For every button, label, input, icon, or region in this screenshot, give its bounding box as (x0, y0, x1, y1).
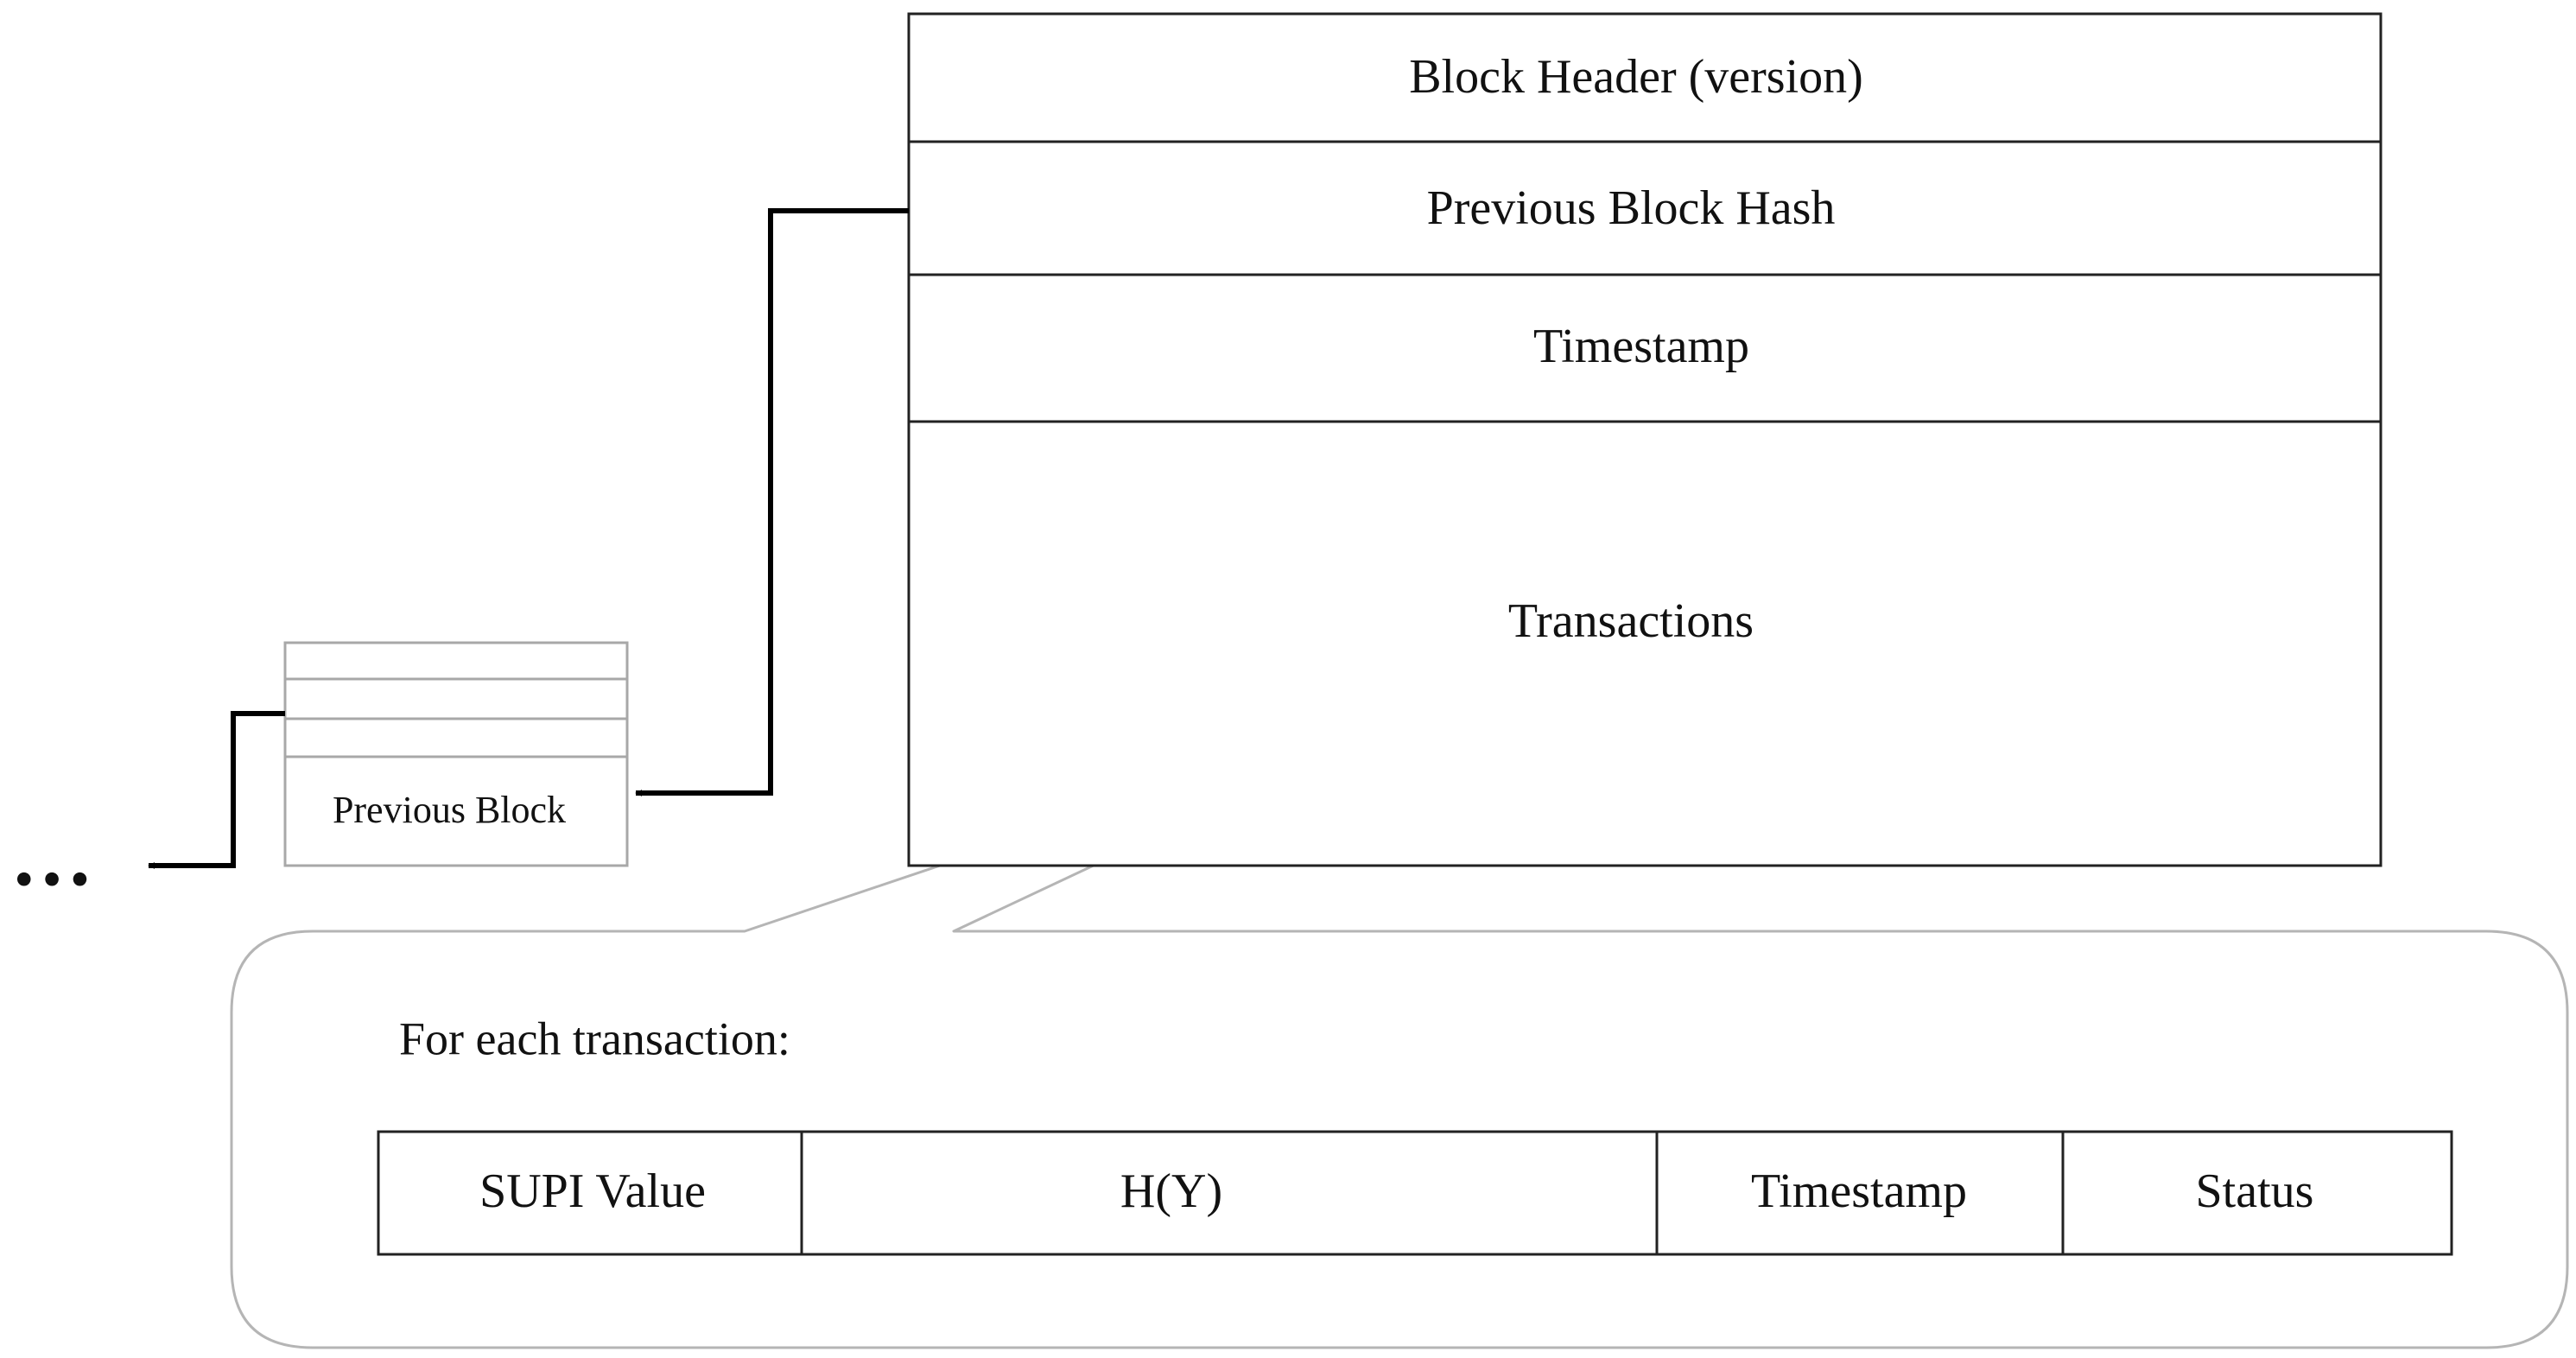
field-previous-block-hash: Previous Block Hash (1427, 181, 1836, 235)
field-block-header: Block Header (version) (1409, 50, 1863, 104)
chain-continuation-arrow (148, 711, 285, 869)
column-hash-y: H(Y) (1120, 1164, 1222, 1218)
transaction-table-border (377, 1130, 2453, 1256)
block-outline (907, 12, 2382, 867)
chain-ellipsis: … (10, 810, 93, 903)
column-supi-value: SUPI Value (479, 1164, 706, 1218)
column-status: Status (2196, 1164, 2314, 1218)
previous-hash-link-arrow (635, 208, 909, 796)
transaction-record-table: SUPI Value H(Y) Timestamp Status (377, 1130, 2453, 1256)
column-timestamp: Timestamp (1751, 1164, 1967, 1218)
transaction-callout: For each transaction: SUPI Value H(Y) Ti… (230, 682, 2569, 1349)
current-block: Block Header (version) Previous Block Ha… (907, 12, 2382, 867)
previous-block-outline (283, 641, 629, 867)
field-transactions: Transactions (1508, 594, 1754, 648)
previous-block: Previous Block (283, 641, 629, 867)
callout-heading: For each transaction: (399, 1012, 790, 1064)
previous-block-label: Previous Block (333, 789, 566, 831)
field-timestamp: Timestamp (1533, 320, 1749, 373)
